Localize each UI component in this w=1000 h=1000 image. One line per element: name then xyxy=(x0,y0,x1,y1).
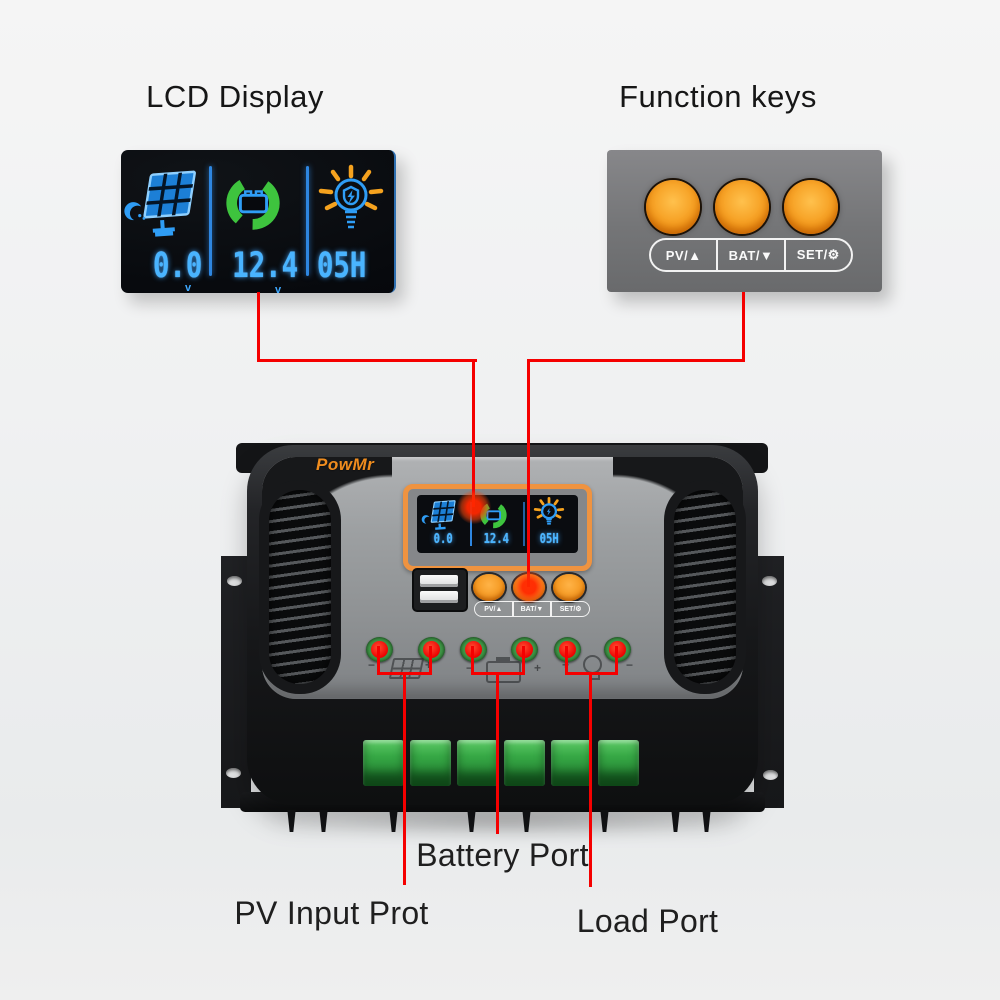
lcd-divider xyxy=(209,166,212,276)
load-bracket-line xyxy=(565,646,568,675)
function-key-labels: PV/▲ BAT/▼ SET/⚙ xyxy=(649,238,853,272)
function-keys-inset: PV/▲ BAT/▼ SET/⚙ xyxy=(607,150,882,292)
pv-bracket-line xyxy=(377,646,380,675)
terminal-block[interactable] xyxy=(410,740,451,786)
heatsink-fin xyxy=(287,810,296,832)
usb-slot[interactable] xyxy=(420,591,458,603)
mounting-hole xyxy=(227,576,242,586)
battery-bracket-line xyxy=(522,646,525,675)
mounting-flange-left xyxy=(221,556,251,808)
bat-key-button[interactable] xyxy=(715,180,769,234)
heatsink-fin xyxy=(319,810,328,832)
side-vent-left xyxy=(259,480,341,694)
terminal-block[interactable] xyxy=(363,740,404,786)
solar-panel-icon xyxy=(421,500,456,530)
solar-panel-icon xyxy=(388,658,425,679)
battery-port-label: Battery Port xyxy=(416,837,589,873)
device-set-key-button[interactable] xyxy=(553,574,585,601)
keys-callout-line xyxy=(528,359,745,362)
set-key-label: SET/⚙ xyxy=(783,240,851,270)
load-minus-mark: − xyxy=(626,658,634,672)
lcd-callout-endpoint xyxy=(457,490,491,524)
light-bulb-icon xyxy=(318,164,384,229)
load-callout-line xyxy=(589,672,592,887)
set-key-button[interactable] xyxy=(784,180,838,234)
lcd-display-title: LCD Display xyxy=(146,79,324,114)
light-bulb-icon xyxy=(533,497,565,525)
bat-key-label: BAT/▼ xyxy=(511,602,551,616)
pv-bracket-line xyxy=(429,646,432,675)
pv-voltage-unit: v xyxy=(185,282,192,294)
terminal-block[interactable] xyxy=(598,740,639,786)
lcd-divider xyxy=(470,502,472,546)
moon-icon xyxy=(124,202,142,221)
mounting-hole xyxy=(226,768,241,778)
battery-plus-mark: + xyxy=(534,661,542,675)
lcd-callout-line xyxy=(472,359,475,507)
load-bracket-line xyxy=(615,646,618,675)
battery-charging-ring-icon xyxy=(226,176,280,230)
pv-input-port-label: PV Input Prot xyxy=(234,895,429,931)
pv-voltage-value: 0.0 xyxy=(153,246,203,286)
mounting-flange-right xyxy=(754,556,784,808)
device-pv-key-button[interactable] xyxy=(473,574,505,601)
device-lcd-screen: 0.0 12.4 05H xyxy=(417,495,578,553)
solar-panel-icon xyxy=(124,170,196,237)
keys-callout-endpoint xyxy=(512,570,546,604)
mounting-hole xyxy=(763,770,778,780)
terminal-block[interactable] xyxy=(551,740,592,786)
lcd-callout-line xyxy=(257,359,477,362)
side-vent-right xyxy=(664,480,746,694)
lcd-callout-line xyxy=(257,292,260,362)
set-key-label: SET/⚙ xyxy=(550,602,589,616)
bat-key-label: BAT/▼ xyxy=(716,240,783,270)
heatsink-fin xyxy=(671,810,680,832)
lcd-divider xyxy=(306,166,309,276)
heatsink-fin xyxy=(389,810,398,832)
brand-logo: PowMr xyxy=(316,455,375,474)
terminal-block[interactable] xyxy=(504,740,545,786)
load-hours-value: 05H xyxy=(539,531,560,547)
keys-callout-line xyxy=(527,359,530,587)
lcd-divider xyxy=(523,502,525,546)
pv-key-label: PV/▲ xyxy=(665,247,702,263)
battery-voltage-value: 12.4 xyxy=(483,531,510,547)
pv-key-button[interactable] xyxy=(646,180,700,234)
heatsink-fin xyxy=(467,810,476,832)
heatsink-fin xyxy=(600,810,609,832)
load-port-label: Load Port xyxy=(576,903,719,939)
heatsink-fin xyxy=(702,810,711,832)
battery-minus-mark: − xyxy=(466,661,474,675)
battery-voltage-value: 12.4 xyxy=(232,246,298,286)
usb-slot[interactable] xyxy=(420,575,458,587)
pv-voltage-value: 0.0 xyxy=(433,531,454,547)
load-hours-value: 05H xyxy=(317,246,367,286)
pv-plus-mark: + xyxy=(425,658,432,672)
battery-voltage-unit: v xyxy=(275,284,282,296)
heatsink-fin xyxy=(522,810,531,832)
mounting-hole xyxy=(762,576,777,586)
battery-callout-line xyxy=(496,672,499,834)
vent-ribs xyxy=(269,490,331,684)
function-keys-title: Function keys xyxy=(619,79,817,114)
pv-callout-line xyxy=(403,672,406,885)
pv-key-label: PV/▲ xyxy=(484,605,503,613)
vent-ribs xyxy=(674,490,736,684)
terminal-block[interactable] xyxy=(457,740,498,786)
moon-icon xyxy=(421,515,430,524)
lcd-display-inset: 0.0 12.4 05H v v xyxy=(121,150,396,296)
keys-callout-line xyxy=(742,292,745,362)
usb-ports-icon[interactable] xyxy=(412,568,468,612)
battery-bracket-line xyxy=(471,646,474,675)
pv-minus-mark: − xyxy=(368,658,376,672)
